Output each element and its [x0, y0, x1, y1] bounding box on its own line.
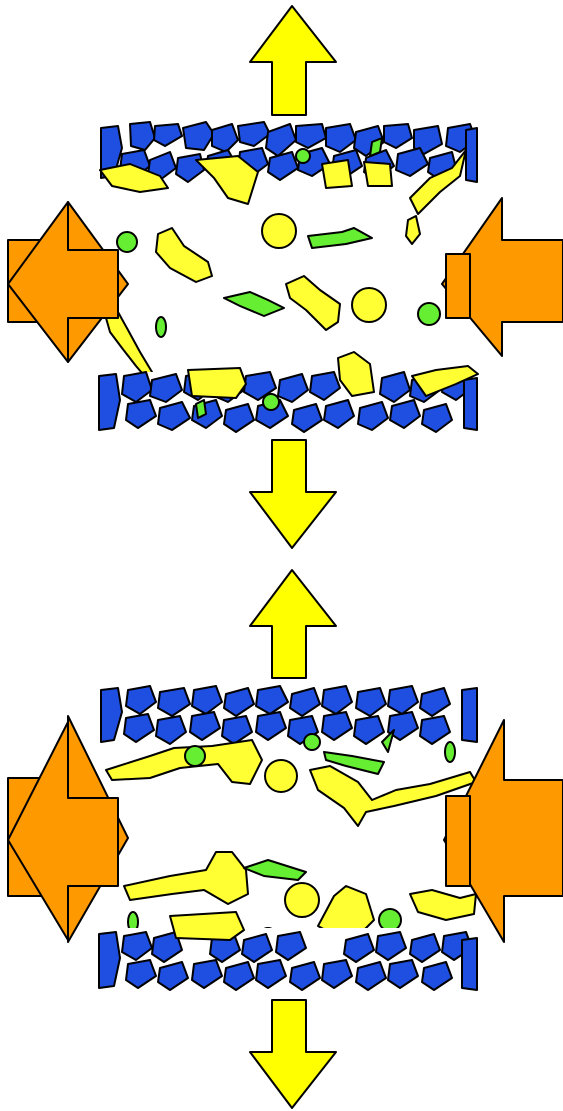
up-arrow-icon — [250, 570, 336, 678]
left-pointing-arrow-icon — [8, 202, 128, 362]
up-arrow-icon — [250, 6, 336, 115]
upper-rock-layer — [101, 686, 477, 750]
down-arrow-icon — [250, 440, 336, 548]
down-arrow-icon — [250, 1000, 336, 1108]
fracture-particles-top — [106, 214, 440, 380]
lower-rock-layer — [99, 352, 478, 434]
panel-top — [8, 6, 563, 548]
upper-rock-layer — [100, 122, 477, 214]
lower-rock-layer — [99, 912, 477, 992]
panel-bottom — [8, 570, 563, 1108]
left-pointing-arrow-icon — [442, 198, 563, 356]
fracture-particles-bottom — [106, 730, 476, 956]
